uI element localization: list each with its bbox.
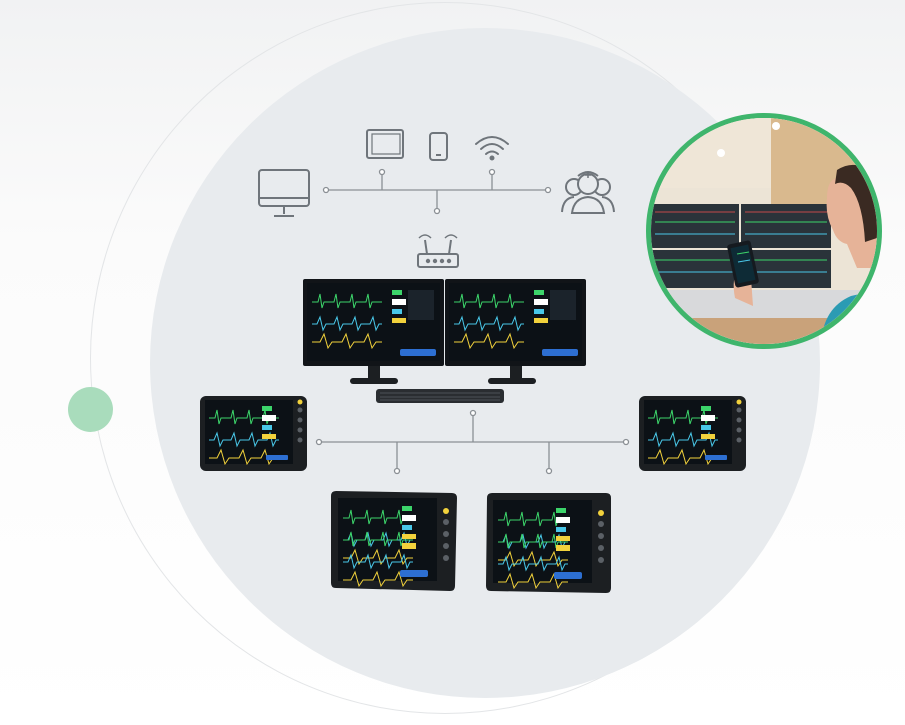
green-dot-decoration (68, 387, 113, 432)
medical-staff-icon (561, 171, 615, 214)
bedside-monitor-bottom-left (331, 491, 457, 591)
wireless-router-icon (417, 234, 459, 268)
wifi-icon (475, 136, 509, 161)
clinician-photo (646, 113, 882, 349)
central-station-dual-monitors (303, 279, 586, 403)
central-monitor-right (445, 279, 586, 384)
bedside-network-bus (315, 409, 630, 475)
keyboard (376, 389, 504, 403)
tablet-icon (366, 129, 404, 159)
workstation-monitor-icon (258, 169, 310, 217)
top-network-bus (322, 168, 552, 215)
bedside-monitor-right (639, 396, 746, 471)
bedside-monitor-bottom-right (486, 493, 611, 593)
mobile-phone-icon (429, 132, 448, 161)
central-monitor-left (303, 279, 444, 384)
bedside-monitor-left (200, 396, 307, 471)
